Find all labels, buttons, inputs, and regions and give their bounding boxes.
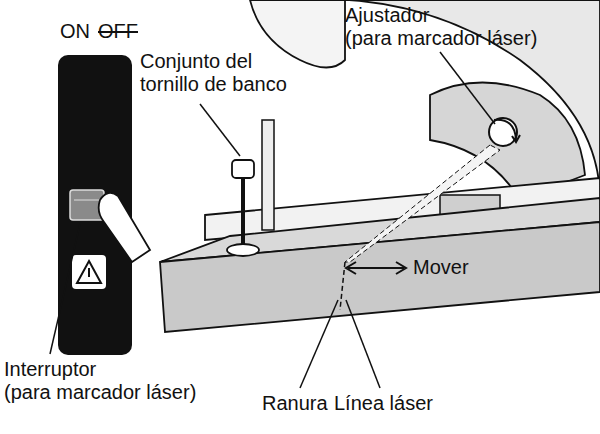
laser-beam	[345, 145, 500, 262]
move-arrow	[396, 262, 406, 274]
leader-line	[200, 104, 240, 156]
vise-screw	[241, 175, 245, 248]
laser-icon	[77, 261, 101, 283]
vise-knob	[232, 160, 254, 178]
move-arrow	[348, 267, 404, 269]
leader-line	[50, 224, 80, 354]
part-label: Interruptor (para marcador láser)	[4, 358, 196, 404]
part-label: Línea láser	[334, 392, 433, 415]
adjuster-arrow	[512, 135, 520, 142]
part-label: Conjunto del tornillo de banco	[140, 50, 287, 96]
vise-post	[262, 120, 274, 230]
laser-icon	[88, 268, 90, 277]
laser-icon-bg	[72, 255, 106, 289]
leader-line	[346, 300, 380, 388]
part-label: Ajustador (para marcador láser)	[345, 4, 537, 50]
move-arrow	[346, 262, 356, 274]
finger	[99, 193, 150, 262]
leader-line	[300, 300, 338, 388]
switch-detail	[74, 200, 100, 201]
handle	[250, 0, 345, 68]
vise-plate	[227, 244, 259, 256]
motion-label: Mover	[413, 256, 469, 279]
switch-state: ON	[60, 20, 90, 43]
laser-line	[340, 262, 345, 310]
part-label: Ranura	[262, 392, 328, 415]
switch-state: OFF	[98, 20, 138, 43]
leader-line	[440, 52, 495, 124]
